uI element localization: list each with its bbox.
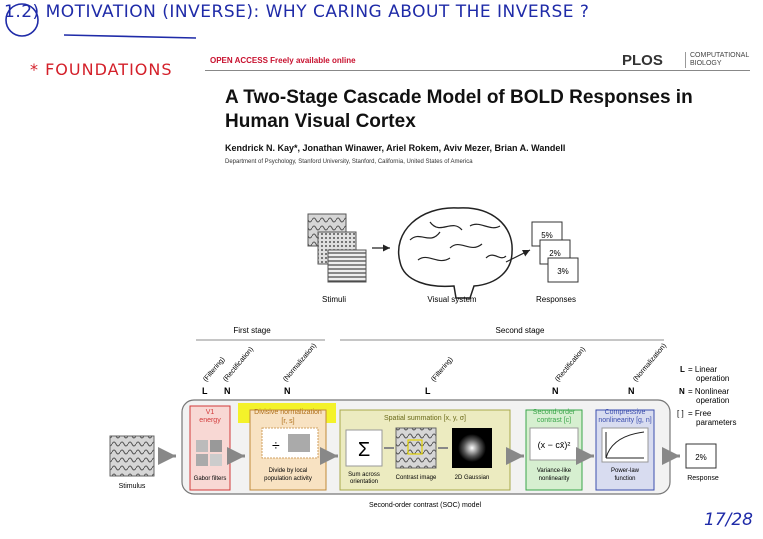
visual-system-label: Visual system [427,295,477,304]
sum-label-1: Sum across [348,472,380,478]
contrast-image [395,427,437,469]
operation-3-letter: N [284,386,291,396]
comp-sub-2: function [614,476,635,482]
response-label: Response [687,475,719,482]
second-stage-label: Second stage [496,326,545,335]
contrast-label: Contrast image [396,475,437,481]
stimulus-image [109,435,155,477]
legend-l-key: L [680,365,685,374]
second-order-contrast-block: Second-order contrast [c] (x − cx̄)² Var… [525,409,583,491]
response-2: 2% [549,249,561,258]
v1-title-2: energy [199,417,221,424]
comp-sub-1: Power-law [611,468,640,474]
legend-n-text-1: = Nonlinear [688,387,729,396]
brain-drawing [397,207,513,299]
journal-subtitle: COMPUTATIONAL BIOLOGY [685,52,749,68]
spatial-summation-block: Spatial summation [x, y, σ] Σ Sum across… [339,409,511,491]
responses-arrow [505,249,531,263]
divnorm-params: [r, s] [281,418,294,425]
journal-sub-line-2: BIOLOGY [690,60,722,67]
legend-p-key: [ ] [677,409,684,418]
operation-2-name: (Rectification) [222,346,255,383]
comp-title-2: nonlinearity [g, n] [598,417,651,424]
legend-l-text-1: = Linear [688,365,717,374]
response-1: 5% [541,231,553,240]
operation-4-name: (Filtering) [430,356,454,383]
soc-title-2: contrast [c] [537,417,571,424]
response-value: 2% [695,453,707,462]
operation-4-letter: L [425,386,431,396]
operation-5-name: (Rectification) [554,346,587,383]
operation-5: (Rectification) N [552,346,587,396]
operation-4: (Filtering) L [425,356,455,396]
open-access-tag: OPEN ACCESS Freely available online [210,56,356,65]
response-box [685,443,717,469]
v1-energy-block: V1 energy Gabor filters [189,405,231,491]
legend-p-text-1: = Free [688,409,712,418]
spatial-title: Spatial summation [x, y, σ] [384,415,466,422]
operation-6-letter: N [628,386,635,396]
soc-sub-1: Variance-like [537,468,572,474]
soc-sub-2: nonlinearity [539,476,570,482]
divide-symbol: ÷ [272,437,280,453]
journal-sub-line-1: COMPUTATIONAL [690,52,750,59]
responses-stack: 5% 2% 3% [531,221,579,283]
stimulus-label: Stimulus [119,483,146,490]
sum-symbol: Σ [358,439,370,461]
legend: L = Linear operation N = Nonlinear opera… [677,365,736,427]
handwritten-title: 1.2) MOTIVATION (INVERSE): WHY CARING AB… [4,2,590,22]
department: Department of Psychology, Stanford Unive… [225,159,473,165]
operation-2: (Rectification) N [222,346,255,396]
slide-number: 17/28 [704,510,753,530]
soc-title-1: Second-order [533,409,576,416]
legend-n-key: N [679,387,685,396]
legend-l-text-2: operation [696,374,729,383]
plos-logo: PLOS [622,52,663,69]
operation-6: (Normalization) N [628,342,668,396]
operation-1-letter: L [202,386,208,396]
operation-3: (Normalization) N [282,342,318,396]
v1-sub: Gabor filters [194,476,227,482]
handwritten-circle [5,3,39,37]
operation-3-name: (Normalization) [282,342,318,383]
legend-n-text-2: operation [696,396,729,405]
comp-title-1: Compressive [605,409,646,416]
operation-2-letter: N [224,386,231,396]
divnorm-sub-2: population activity [264,476,312,482]
response-3: 3% [557,267,569,276]
stimuli-stack [307,213,367,283]
operation-5-letter: N [552,386,559,396]
figure-caption: Second-order contrast (SOC) model [369,502,481,509]
stimuli-label: Stimuli [322,295,346,304]
first-stage-label: First stage [233,326,271,335]
soc-formula: (x − cx̄)² [538,440,571,450]
handwritten-foundations: * FOUNDATIONS [30,60,173,79]
legend-p-text-2: parameters [696,418,736,427]
responses-label: Responses [536,295,576,304]
divnorm-title: Divisive normalization [254,409,322,416]
divisive-normalization-block: Divisive normalization [r, s] ÷ Divide b… [238,403,336,491]
operation-6-name: (Normalization) [632,342,668,383]
operation-1: (Filtering) L [202,356,227,396]
author-list: Kendrick N. Kay*, Jonathan Winawer, Arie… [225,143,566,153]
divnorm-sub-1: Divide by local [269,468,308,474]
sum-label-2: orientation [350,479,378,485]
compressive-nonlinearity-block: Compressive nonlinearity [g, n] Power-la… [595,409,655,491]
v1-title-1: V1 [206,409,215,416]
gauss-label: 2D Gaussian [455,475,490,481]
handwritten-underline [63,34,197,39]
paper-title: A Two-Stage Cascade Model of BOLD Respon… [225,87,693,132]
header-rule [205,70,750,71]
